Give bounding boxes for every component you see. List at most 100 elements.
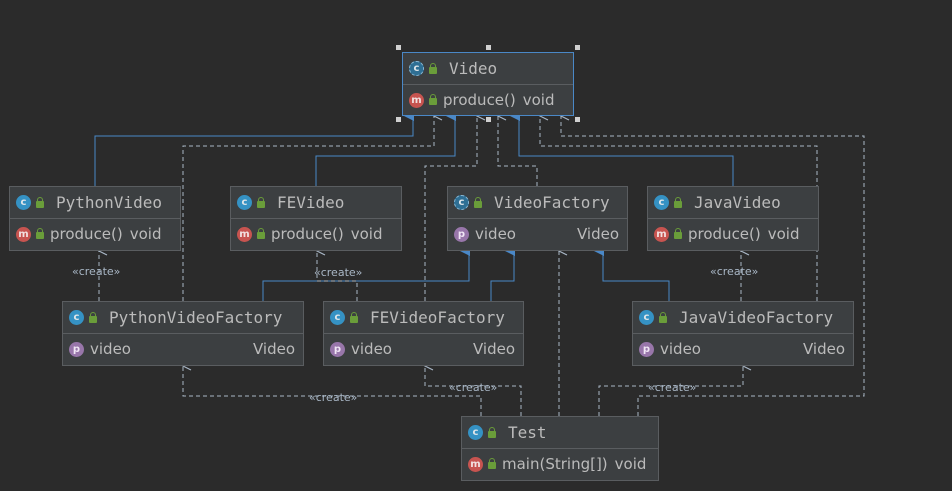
member-name: video	[351, 340, 392, 358]
member-name: produce()	[271, 225, 344, 243]
edge-javavideo-extends-video[interactable]	[510, 111, 734, 186]
member-type: Video	[802, 340, 845, 358]
member-row[interactable]: m produce() void	[10, 219, 180, 249]
class-name: PythonVideoFactory	[109, 308, 283, 327]
class-name: FEVideo	[277, 193, 345, 212]
member-row[interactable]: p video Video	[63, 334, 303, 364]
class-header: c PythonVideoFactory	[63, 302, 303, 334]
member-row[interactable]: p video Video	[633, 334, 853, 364]
selection-handle[interactable]	[486, 45, 491, 50]
edge-pythonfactory-extends-videofactory[interactable]	[262, 246, 470, 301]
member-type: void	[767, 225, 800, 243]
class-name: FEVideoFactory	[370, 308, 505, 327]
member-name: produce()	[443, 91, 516, 109]
class-box-pythonvideo[interactable]: c PythonVideo m produce() void	[9, 186, 181, 251]
class-box-javavideofactory[interactable]: c JavaVideoFactory p video Video	[632, 301, 854, 366]
public-lock-icon	[36, 196, 44, 208]
static-method-icon: m	[468, 456, 483, 472]
class-box-test[interactable]: c Test m main(String[]) void	[461, 416, 659, 481]
edge-test-creates-javafactory[interactable]	[598, 366, 743, 416]
public-lock-icon	[474, 196, 482, 208]
member-type: void	[522, 91, 555, 109]
member-row[interactable]: m produce() void	[403, 85, 573, 115]
selection-handle[interactable]	[486, 117, 491, 122]
member-type: Video	[576, 225, 619, 243]
edge-fefactory-uses-video[interactable]	[424, 116, 477, 301]
member-row[interactable]: p video Video	[324, 334, 523, 364]
inheritance-edges	[94, 111, 734, 301]
class-box-javavideo[interactable]: c JavaVideo m produce() void	[647, 186, 819, 251]
public-lock-icon	[429, 94, 437, 105]
member-type: Video	[252, 340, 295, 358]
public-lock-icon	[429, 62, 437, 74]
create-label-javavideo: «create»	[710, 265, 759, 278]
selection-handle[interactable]	[396, 45, 401, 50]
property-icon: p	[69, 341, 84, 357]
edge-fevideo-extends-video[interactable]	[315, 111, 456, 186]
edge-fefactory-creates-fevideo[interactable]	[317, 251, 358, 301]
class-icon: c	[639, 310, 654, 325]
edge-fefactory-extends-videofactory[interactable]	[490, 246, 515, 301]
selection-handle[interactable]	[575, 117, 580, 122]
public-lock-icon	[674, 228, 682, 239]
member-type: void	[350, 225, 383, 243]
class-icon: c	[16, 195, 31, 210]
class-name: Test	[508, 423, 547, 442]
selection-handle[interactable]	[396, 117, 401, 122]
member-type: void	[129, 225, 162, 243]
property-icon: p	[454, 226, 469, 242]
class-box-fevideofactory[interactable]: c FEVideoFactory p video Video	[323, 301, 524, 366]
edge-pythonfactory-uses-video[interactable]	[182, 116, 434, 301]
member-row[interactable]: m produce() void	[648, 219, 818, 249]
member-name: video	[90, 340, 131, 358]
class-icon: c	[654, 195, 669, 210]
class-box-video[interactable]: c Video m produce() void	[402, 52, 574, 116]
class-name: JavaVideoFactory	[679, 308, 834, 327]
create-label-javafactory: «create»	[648, 381, 697, 394]
class-icon: c	[69, 310, 84, 325]
method-icon: m	[237, 226, 252, 242]
public-lock-icon	[257, 228, 265, 239]
property-icon: p	[639, 341, 654, 357]
public-lock-icon	[350, 311, 358, 323]
member-type: void	[614, 455, 647, 473]
member-name: main(String[])	[502, 455, 608, 473]
class-box-fevideo[interactable]: c FEVideo m produce() void	[230, 186, 402, 251]
member-type: Video	[472, 340, 515, 358]
edge-videofactory-uses-video[interactable]	[498, 116, 538, 186]
member-row[interactable]: m produce() void	[231, 219, 401, 249]
create-label-pythonfactory: «create»	[309, 391, 358, 404]
class-header: c PythonVideo	[10, 187, 180, 219]
abstract-class-icon: c	[409, 61, 424, 76]
class-box-pythonvideofactory[interactable]: c PythonVideoFactory p video Video	[62, 301, 304, 366]
edge-test-uses-video[interactable]	[561, 116, 865, 416]
create-label-pythonvideo: «create»	[72, 265, 121, 278]
class-header: c JavaVideo	[648, 187, 818, 219]
member-name: produce()	[50, 225, 123, 243]
class-name: JavaVideo	[694, 193, 781, 212]
property-icon: p	[330, 341, 345, 357]
class-name: VideoFactory	[494, 193, 610, 212]
method-icon: m	[409, 92, 424, 108]
class-icon: c	[330, 310, 345, 325]
class-name: PythonVideo	[56, 193, 162, 212]
class-header: c JavaVideoFactory	[633, 302, 853, 334]
class-box-videofactory[interactable]: c VideoFactory p video Video	[447, 186, 628, 251]
edge-pythonvideo-extends-video[interactable]	[94, 111, 414, 186]
edge-test-creates-pythonfactory[interactable]	[183, 366, 482, 416]
selection-handle[interactable]	[575, 45, 580, 50]
public-lock-icon	[674, 196, 682, 208]
edge-javafactory-extends-videofactory[interactable]	[594, 246, 670, 301]
method-icon: m	[16, 226, 31, 242]
method-icon: m	[654, 226, 669, 242]
class-icon: c	[237, 195, 252, 210]
member-row[interactable]: p video Video	[448, 219, 627, 249]
class-header: c FEVideoFactory	[324, 302, 523, 334]
public-lock-icon	[36, 228, 44, 239]
member-row[interactable]: m main(String[]) void	[462, 449, 658, 479]
edge-test-creates-fefactory[interactable]	[425, 366, 522, 416]
public-lock-icon	[89, 311, 97, 323]
public-lock-icon	[659, 311, 667, 323]
member-name: video	[475, 225, 516, 243]
member-name: produce()	[688, 225, 761, 243]
